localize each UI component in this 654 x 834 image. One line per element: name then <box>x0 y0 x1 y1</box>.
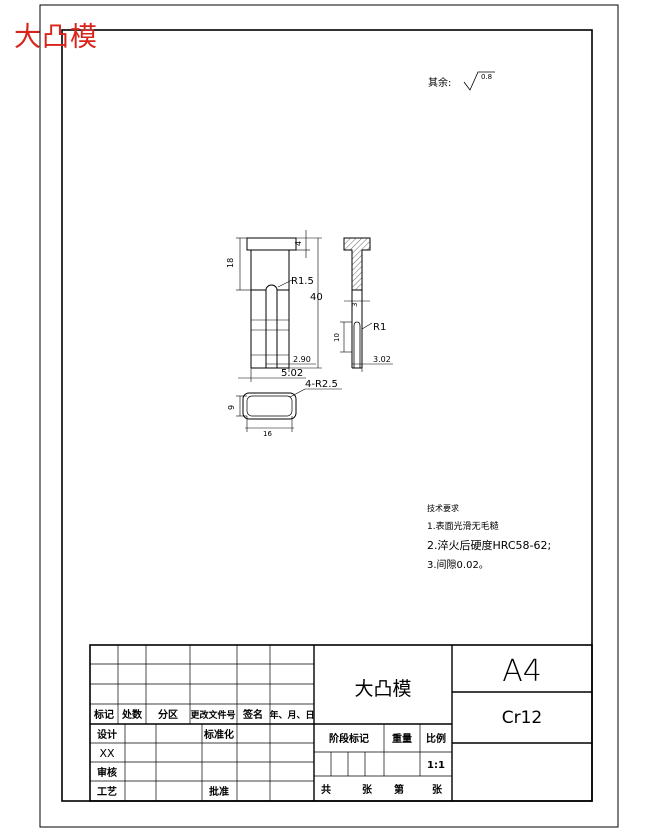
label-approve: 批准 <box>209 785 229 798</box>
stage-fields: 阶段标记 重量 比例 1:1 共 张 第 张 <box>321 732 446 796</box>
dim-40: 40 <box>310 292 323 303</box>
sheet-size: A4 <box>502 654 542 689</box>
rev-header-doc: 更改文件号 <box>190 709 235 721</box>
dim-9: 9 <box>227 405 236 410</box>
rev-header-date: 年、月、日 <box>269 709 314 721</box>
dim-18: 18 <box>226 258 235 268</box>
label-scale: 比例 <box>426 732 446 745</box>
roughness-label: 其余: <box>428 76 451 89</box>
dim-3: 3 <box>351 303 359 307</box>
revision-header: 标记 处数 分区 更改文件号 签名 年、月、日 <box>93 708 315 721</box>
label-total: 共 <box>321 783 331 796</box>
label-page: 张 <box>432 783 443 796</box>
dim-302: 3.02 <box>373 355 391 364</box>
technical-notes: 技术要求 1.表面光滑无毛糙 2.淬火后硬度HRC58-62; 3.间隙0.02… <box>427 503 551 571</box>
front-view <box>246 237 297 369</box>
approval-rows: 设计 标准化 XX 审核 工艺 批准 <box>97 728 234 798</box>
designer-name: XX <box>99 747 115 760</box>
side-section-view <box>343 237 371 369</box>
dim-4: 4 <box>294 241 303 246</box>
rev-header-zone: 分区 <box>158 708 178 721</box>
dim-290: 2.90 <box>293 355 311 364</box>
outer-border <box>39 4 619 828</box>
dim-r1: R1 <box>373 322 386 333</box>
label-stage-mark: 阶段标记 <box>329 732 369 745</box>
label-review: 审核 <box>97 766 117 779</box>
notes-line-2: 2.淬火后硬度HRC58-62; <box>427 538 551 552</box>
plan-view-dimensions <box>236 388 342 432</box>
dim-10: 10 <box>333 333 341 342</box>
dim-r15: R1.5 <box>291 276 314 287</box>
dim-r25: 4-R2.5 <box>305 379 338 390</box>
title-block <box>89 644 593 802</box>
label-sheets: 张 <box>362 783 373 796</box>
front-view-dimensions <box>236 230 322 382</box>
roughness-value: 0.8 <box>481 73 492 81</box>
corner-title: 大凸模 <box>14 22 98 53</box>
label-weight: 重量 <box>392 732 412 745</box>
label-design: 设计 <box>97 728 117 741</box>
part-name: 大凸模 <box>354 678 411 700</box>
plan-view <box>242 392 297 420</box>
rev-header-sign: 签名 <box>242 708 263 721</box>
notes-line-1: 1.表面光滑无毛糙 <box>427 520 499 532</box>
material: Cr12 <box>502 708 543 728</box>
scale-value: 1:1 <box>427 760 445 771</box>
rev-header-mark: 标记 <box>93 708 114 721</box>
dim-16: 16 <box>263 430 272 438</box>
dim-502: 5.02 <box>281 368 303 379</box>
notes-heading: 技术要求 <box>427 503 459 513</box>
label-sheet-no: 第 <box>394 783 404 796</box>
label-standardization: 标准化 <box>203 728 234 741</box>
label-process: 工艺 <box>97 785 117 798</box>
rev-header-count: 处数 <box>121 708 143 721</box>
roughness-note: 其余: 0.8 <box>428 71 495 91</box>
roughness-symbol <box>463 71 495 91</box>
side-view-dimensions <box>340 300 393 372</box>
notes-line-3: 3.间隙0.02。 <box>427 558 489 571</box>
